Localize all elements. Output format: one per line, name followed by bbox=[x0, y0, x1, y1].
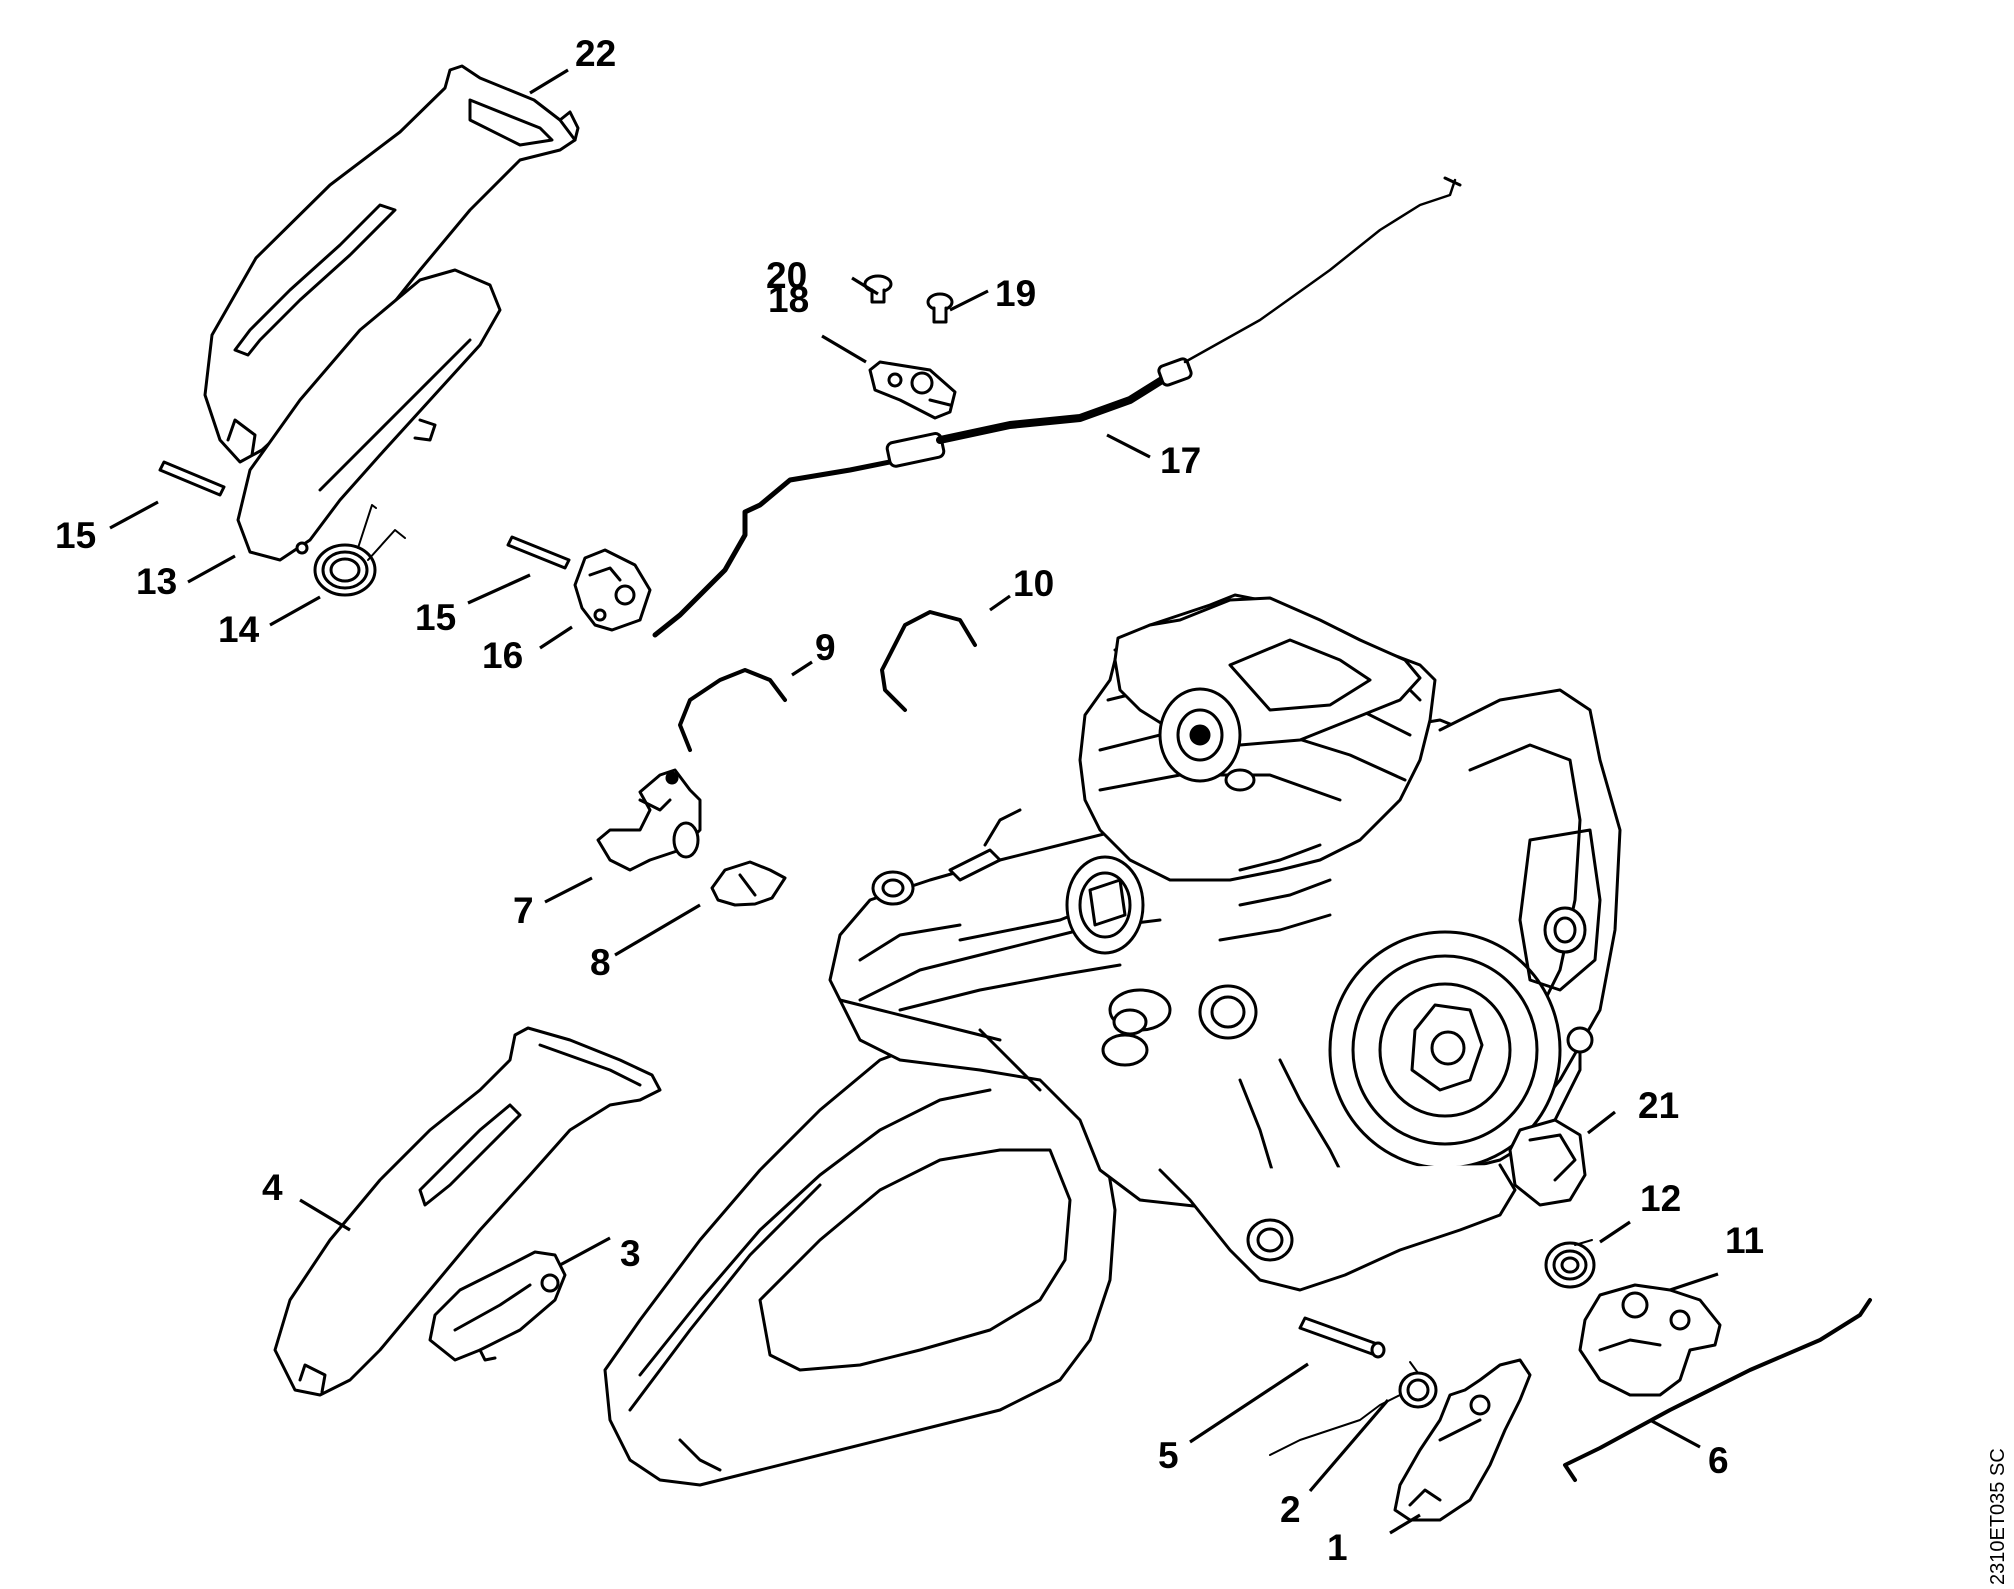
callout-2: 2 bbox=[1280, 1489, 1301, 1530]
part-17-throttle-cable bbox=[652, 176, 1462, 638]
drawing-reference-code: 2310ET035 SC bbox=[1987, 1448, 2009, 1585]
callout-1: 1 bbox=[1327, 1527, 1348, 1568]
cylinder-shroud bbox=[1078, 593, 1437, 942]
part-drawings bbox=[158, 64, 1872, 1522]
callout-19: 19 bbox=[995, 273, 1036, 314]
callout-4: 4 bbox=[262, 1167, 283, 1208]
callout-15-lower: 15 bbox=[415, 597, 456, 638]
callout-20: 20 bbox=[766, 255, 807, 296]
part-5-pin bbox=[1298, 1316, 1386, 1359]
callout-13: 13 bbox=[136, 561, 177, 602]
part-14-torsion-spring bbox=[313, 504, 406, 597]
part-9-wire-link bbox=[678, 668, 787, 752]
callout-14: 14 bbox=[218, 609, 260, 650]
callout-10: 10 bbox=[1013, 563, 1054, 604]
callout-17: 17 bbox=[1160, 440, 1201, 481]
part-21-buffer bbox=[1508, 1118, 1587, 1207]
callout-7: 7 bbox=[513, 890, 534, 931]
part-7-throttle-trigger bbox=[596, 768, 702, 872]
part-8-bracket bbox=[710, 860, 787, 907]
callout-21: 21 bbox=[1638, 1085, 1679, 1126]
callout-22: 22 bbox=[575, 33, 616, 74]
main-housing bbox=[603, 688, 1622, 1487]
callout-16: 16 bbox=[482, 635, 523, 676]
callout-3: 3 bbox=[620, 1233, 641, 1274]
callout-11: 11 bbox=[1725, 1220, 1764, 1261]
part-4-handle-molding bbox=[273, 1026, 662, 1397]
part-15-pin-lower bbox=[506, 535, 571, 570]
callout-18: 18 bbox=[768, 279, 809, 320]
callout-5: 5 bbox=[1158, 1435, 1179, 1476]
callout-12: 12 bbox=[1640, 1178, 1681, 1219]
part-1-throttle-trigger bbox=[1393, 1358, 1532, 1522]
callout-8: 8 bbox=[590, 942, 611, 983]
part-16-lever bbox=[573, 548, 652, 632]
part-15-pin-upper bbox=[158, 460, 226, 497]
part-10-wire-link bbox=[880, 610, 977, 712]
leader-lines bbox=[109, 68, 1719, 1535]
part-12-spring bbox=[1544, 1239, 1596, 1289]
callout-labels: 1 2 3 4 5 6 7 8 9 10 11 12 13 14 15 15 1… bbox=[55, 33, 1764, 1568]
callout-6: 6 bbox=[1708, 1440, 1729, 1481]
callout-9: 9 bbox=[815, 627, 836, 668]
part-19-screw bbox=[926, 292, 954, 324]
part-13-handle-cover bbox=[236, 268, 502, 562]
part-11-lever bbox=[1578, 1283, 1722, 1397]
callout-15-upper: 15 bbox=[55, 515, 96, 556]
part-6-wire-rod bbox=[1563, 1298, 1872, 1482]
part-3-throttle-lockout bbox=[428, 1250, 567, 1362]
part-18-cable-clamp bbox=[868, 360, 957, 420]
